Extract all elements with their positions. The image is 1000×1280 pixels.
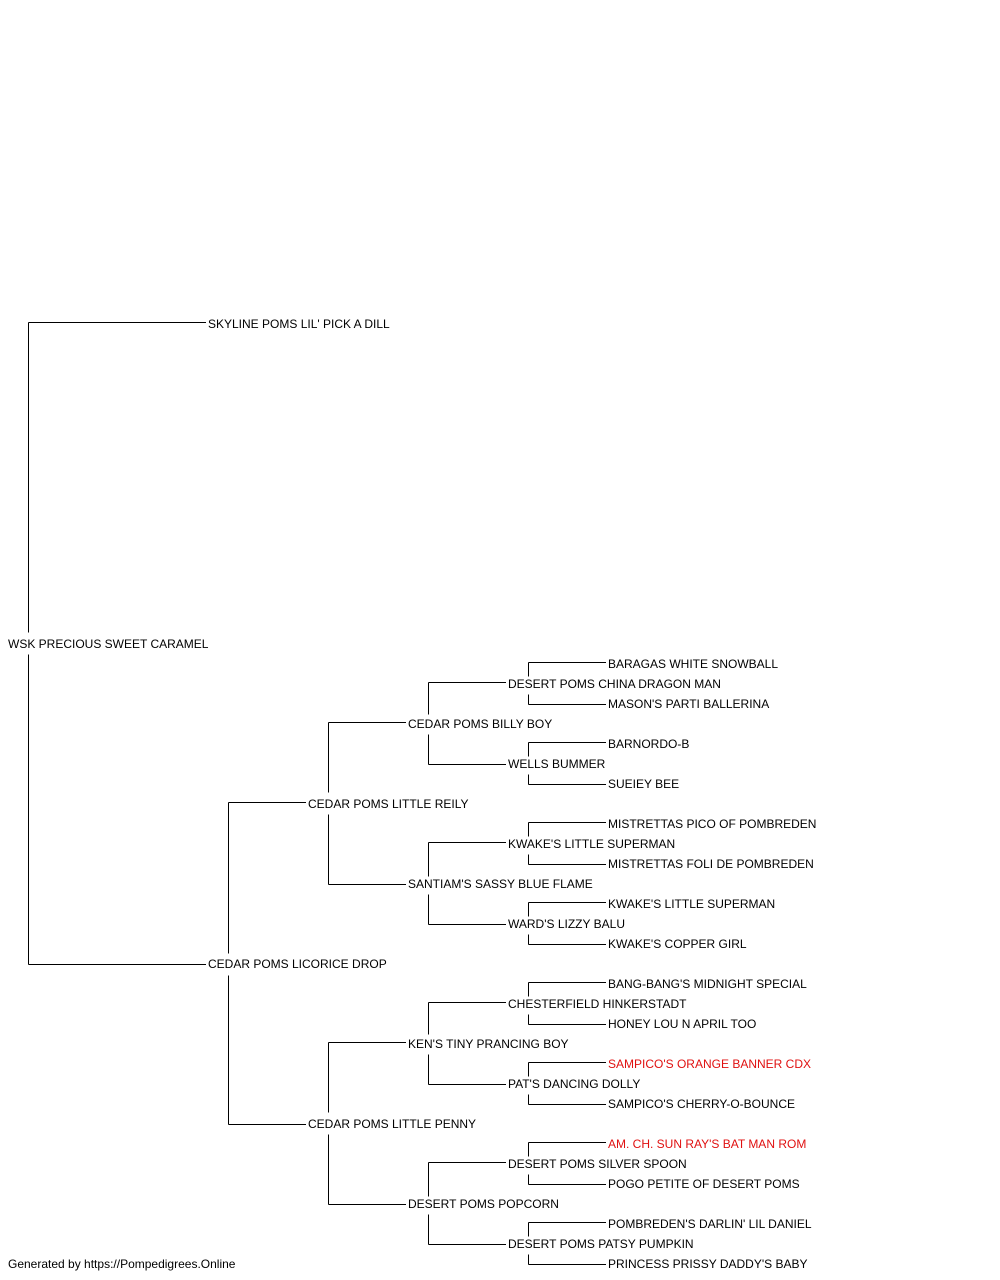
dog-gen6-5[interactable]: MISTRETTAS PICO OF POMBREDEN xyxy=(608,817,817,831)
footer-credit: Generated by https://Pompedigrees.Online xyxy=(8,1257,236,1271)
dog-gen6-6[interactable]: MISTRETTAS FOLI DE POMBREDEN xyxy=(608,857,814,871)
dog-gen5-3[interactable]: KWAKE'S LITTLE SUPERMAN xyxy=(508,837,676,851)
dog-dam[interactable]: CEDAR POMS LICORICE DROP xyxy=(208,957,387,971)
dog-gen5-1[interactable]: DESERT POMS CHINA DRAGON MAN xyxy=(508,677,721,691)
dog-gen5-2[interactable]: WELLS BUMMER xyxy=(508,757,606,771)
dog-gen6-8[interactable]: KWAKE'S COPPER GIRL xyxy=(608,937,747,951)
dog-gen6-2[interactable]: MASON'S PARTI BALLERINA xyxy=(608,697,770,711)
dog-subject[interactable]: WSK PRECIOUS SWEET CARAMEL xyxy=(8,637,209,651)
dog-dam-dam-dam[interactable]: DESERT POMS POPCORN xyxy=(408,1197,559,1211)
dog-gen5-8[interactable]: DESERT POMS PATSY PUMPKIN xyxy=(508,1237,694,1251)
dog-sire[interactable]: SKYLINE POMS LIL' PICK A DILL xyxy=(208,317,390,331)
dog-gen6-9[interactable]: BANG-BANG'S MIDNIGHT SPECIAL xyxy=(608,977,807,991)
dog-gen6-16[interactable]: PRINCESS PRISSY DADDY'S BABY xyxy=(608,1257,808,1271)
dog-dam-dam-sire[interactable]: KEN'S TINY PRANCING BOY xyxy=(408,1037,569,1051)
dog-gen6-1[interactable]: BARAGAS WHITE SNOWBALL xyxy=(608,657,779,671)
dog-gen6-12[interactable]: SAMPICO'S CHERRY-O-BOUNCE xyxy=(608,1097,795,1111)
dog-gen6-11[interactable]: SAMPICO'S ORANGE BANNER CDX xyxy=(608,1057,811,1071)
dog-dam-sire-sire[interactable]: CEDAR POMS BILLY BOY xyxy=(408,717,553,731)
dog-gen6-7[interactable]: KWAKE'S LITTLE SUPERMAN xyxy=(608,897,776,911)
dog-gen6-3[interactable]: BARNORDO-B xyxy=(608,737,690,751)
dog-gen6-15[interactable]: POMBREDEN'S DARLIN' LIL DANIEL xyxy=(608,1217,812,1231)
dog-gen6-14[interactable]: POGO PETITE OF DESERT POMS xyxy=(608,1177,800,1191)
dog-gen5-4[interactable]: WARD'S LIZZY BALU xyxy=(508,917,625,931)
dog-gen5-6[interactable]: PAT'S DANCING DOLLY xyxy=(508,1077,641,1091)
dog-gen6-4[interactable]: SUEIEY BEE xyxy=(608,777,680,791)
dog-dam-sire-dam[interactable]: SANTIAM'S SASSY BLUE FLAME xyxy=(408,877,593,891)
dog-gen6-13[interactable]: AM. CH. SUN RAY'S BAT MAN ROM xyxy=(608,1137,807,1151)
dog-gen6-10[interactable]: HONEY LOU N APRIL TOO xyxy=(608,1017,757,1031)
dog-dam-dam[interactable]: CEDAR POMS LITTLE PENNY xyxy=(308,1117,477,1131)
dog-gen5-5[interactable]: CHESTERFIELD HINKERSTADT xyxy=(508,997,687,1011)
dog-gen5-7[interactable]: DESERT POMS SILVER SPOON xyxy=(508,1157,687,1171)
dog-dam-sire[interactable]: CEDAR POMS LITTLE REILY xyxy=(308,797,469,811)
